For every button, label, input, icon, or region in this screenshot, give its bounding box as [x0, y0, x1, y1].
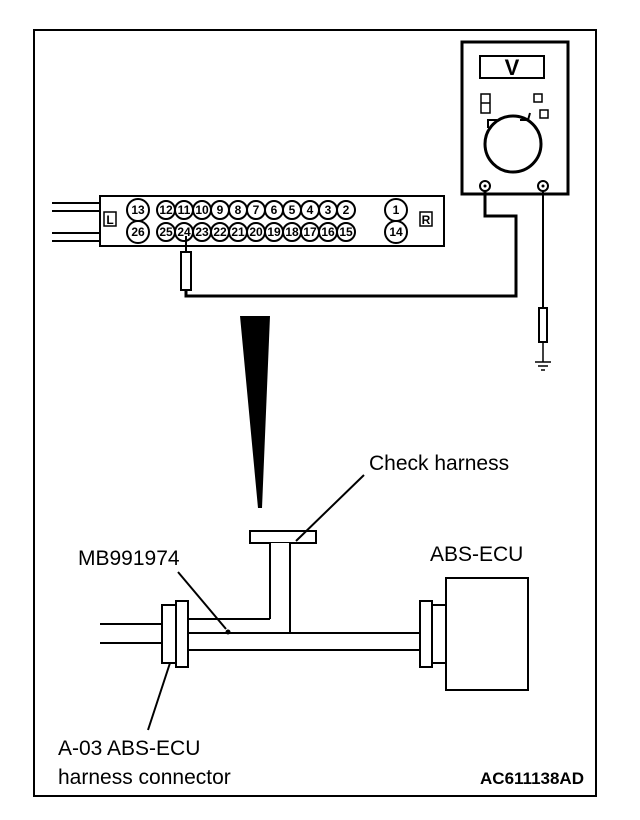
pin-2-circle	[336, 200, 356, 220]
ground-icon	[535, 361, 551, 371]
pin-20-label: 20	[249, 225, 263, 239]
pin-14-circle	[384, 220, 408, 244]
voltmeter-dial	[483, 114, 543, 174]
harness-side-connector	[161, 604, 177, 664]
connector-right-label: R	[422, 213, 431, 227]
pin-row-bottom: 26 25 24 23 22 21 20 19 18 17 16 15 14	[126, 220, 408, 244]
pin-1-label: 1	[393, 203, 400, 217]
pin-15-label: 15	[339, 225, 353, 239]
abs-ecu-label: ABS-ECU	[430, 543, 523, 566]
pin-9-label: 9	[217, 203, 224, 217]
leader-harness-connector	[147, 662, 171, 731]
pin-7-label: 7	[253, 203, 260, 217]
probe-body	[180, 251, 192, 291]
callout-wedge	[240, 316, 270, 508]
pin-10-label: 10	[195, 203, 209, 217]
pin-19-label: 19	[267, 225, 281, 239]
pin-5-label: 5	[289, 203, 296, 217]
pin-15-circle	[336, 222, 356, 242]
check-harness-terminal	[249, 530, 317, 544]
figure-border	[33, 29, 597, 797]
pin-17-label: 17	[303, 225, 317, 239]
mb991974-label: MB991974	[78, 547, 180, 570]
connector-label-line2: harness connector	[58, 766, 231, 789]
voltmeter-indicator-bottom	[539, 109, 549, 119]
pin-21-label: 21	[231, 225, 245, 239]
pin-18-label: 18	[285, 225, 299, 239]
leader-check-harness	[295, 474, 365, 542]
pin-6-label: 6	[271, 203, 278, 217]
pin-13-label: 13	[131, 203, 145, 217]
pin-26-label: 26	[131, 225, 145, 239]
pin-11-label: 11	[178, 203, 191, 217]
pin-16-label: 16	[321, 225, 335, 239]
figure-code: AC611138AD	[480, 769, 584, 788]
abs-ecu-box	[445, 577, 529, 691]
pin-25-label: 25	[159, 225, 173, 239]
pin-24-label: 24	[177, 225, 191, 239]
voltmeter: V	[460, 40, 570, 196]
pin-8-label: 8	[235, 203, 242, 217]
pin-4-label: 4	[307, 203, 314, 217]
pin-14-label: 14	[389, 225, 403, 239]
pin-23-label: 23	[195, 225, 209, 239]
harness-assembly	[100, 530, 529, 691]
ecu-side-connector	[431, 604, 447, 664]
leader-mb991974	[177, 571, 227, 630]
ground-probe	[538, 307, 548, 343]
pin-22-label: 22	[213, 225, 227, 239]
pin-3-label: 3	[325, 203, 332, 217]
voltmeter-display	[479, 55, 545, 79]
voltmeter-indicator-top	[533, 93, 543, 103]
check-harness-stem	[270, 543, 290, 619]
pin-2-label: 2	[343, 203, 350, 217]
connector-label-line1: A-03 ABS-ECU	[58, 737, 200, 760]
pin-12-label: 12	[159, 203, 173, 217]
voltmeter-symbol: V	[505, 55, 520, 80]
check-harness-label: Check harness	[369, 452, 509, 475]
connector-left-label: L	[106, 213, 113, 227]
pin-26-circle	[126, 220, 150, 244]
positive-test-lead	[184, 191, 518, 298]
